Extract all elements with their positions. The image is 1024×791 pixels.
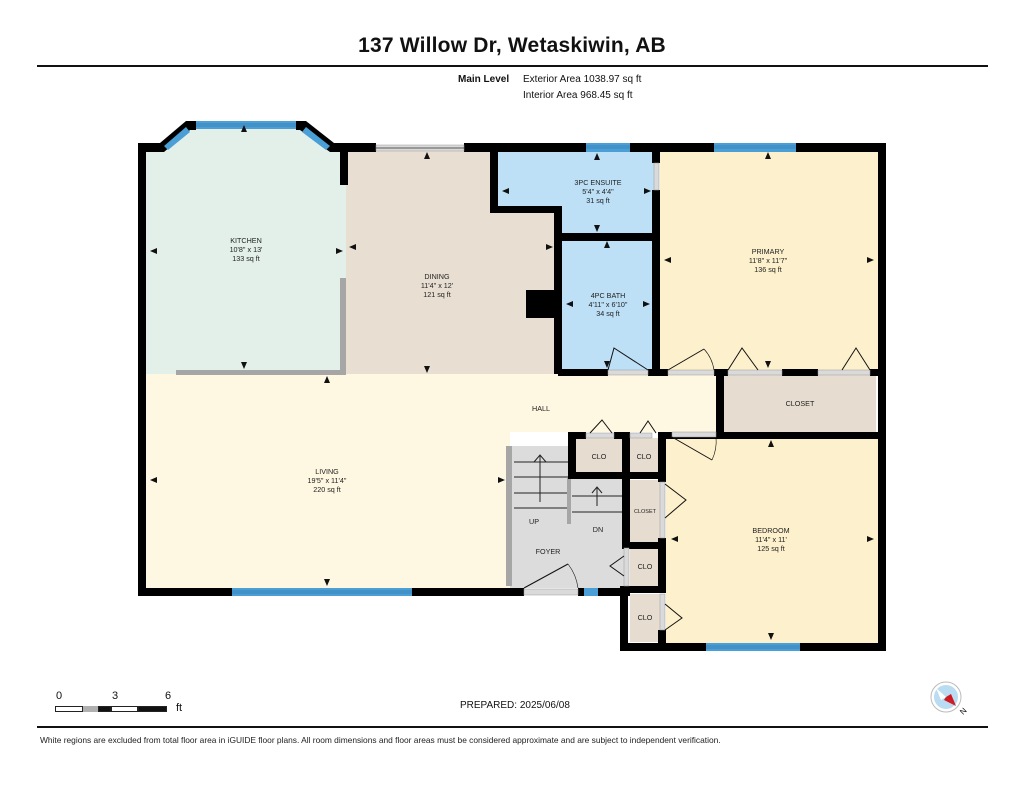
clo-4-label: CLO [638,613,653,622]
property-address-title: 137 Willow Dr, Wetaskiwin, AB [358,34,666,57]
scale-unit: ft [176,702,183,714]
disclaimer-text: White regions are excluded from total fl… [40,735,721,745]
clo-2-floor[interactable] [628,438,660,474]
exterior-area: Exterior Area 1038.97 sq ft [523,74,642,85]
clo-1-floor[interactable] [574,438,624,474]
scale-tick-6: 6 [165,690,172,702]
clo-3-floor[interactable] [630,548,660,586]
ensuite-floor[interactable] [498,151,654,233]
windows [164,121,800,651]
scale-bar: 0 3 6 ft [53,690,193,720]
kitchen-floor[interactable] [146,125,346,374]
door-swings [523,347,871,631]
living-hall-floor[interactable] [146,374,722,588]
clo-2-label: CLO [637,452,652,461]
hall-label: HALL [532,404,550,413]
clo-3-label: CLO [638,562,653,571]
dining-area: 121 sq ft [423,290,451,299]
kitchen-counter-wall [176,370,346,375]
room-label-primary: PRIMARY 11'8" x 11'7" 136 sq ft [749,247,788,274]
compass-north-label: N [958,706,968,717]
room-label-ensuite: 3PC ENSUITE 5'4" x 4'4" 31 sq ft [574,178,621,205]
closet-small-label: CLOSET [634,509,657,515]
bath-dims: 4'11" x 6'10" [589,300,628,309]
bedroom-dims: 11'4" x 11' [755,535,787,544]
room-label-living: LIVING 19'5" x 11'4" 220 sq ft [308,467,347,494]
stair-rail-left [506,446,512,586]
stair-rail-mid [567,478,571,524]
bedroom-name: BEDROOM [752,526,789,535]
bath-floor[interactable] [562,240,654,371]
clo-1-label: CLO [592,452,607,461]
room-label-bath: 4PC BATH 4'11" x 6'10" 34 sq ft [589,291,628,318]
room-fills [146,125,878,643]
compass-icon: N [930,681,968,717]
closet-primary-floor[interactable] [724,375,876,433]
living-dims: 19'5" x 11'4" [308,476,347,485]
dining-name: DINING [424,272,450,281]
kitchen-dims: 10'8" x 13' [230,245,263,254]
floor-plan: KITCHEN 10'8" x 13' 133 sq ft DINING 11'… [138,121,886,651]
interior-area: Interior Area 968.45 sq ft [523,90,633,101]
room-label-bedroom: BEDROOM 11'4" x 11' 125 sq ft [752,526,789,553]
dining-dims: 11'4" x 12' [421,281,454,290]
closet-small-floor[interactable] [630,480,660,542]
bath-area: 34 sq ft [596,309,620,318]
room-label-kitchen: KITCHEN 10'8" x 13' 133 sq ft [230,236,263,263]
footer-divider [37,726,988,728]
bedroom-floor[interactable] [666,437,878,643]
stairs [514,454,624,513]
primary-area: 136 sq ft [754,265,782,274]
header-divider [37,65,988,67]
dimension-arrows [150,125,874,640]
living-name: LIVING [315,467,339,476]
ensuite-name: 3PC ENSUITE [574,178,621,187]
level-name: Main Level [458,74,510,85]
stairs-up-label: UP [529,517,539,526]
clo-4-floor[interactable] [630,594,660,642]
kitchen-side-wall [340,278,346,374]
closet-primary-label: CLOSET [786,399,815,408]
primary-name: PRIMARY [752,247,785,256]
stairs-down-label: DN [593,525,603,534]
primary-dims: 11'8" x 11'7" [749,256,788,265]
kitchen-area: 133 sq ft [232,254,260,263]
primary-floor[interactable] [660,151,878,371]
living-area: 220 sq ft [313,485,341,494]
kitchen-name: KITCHEN [230,236,262,245]
room-label-dining: DINING 11'4" x 12' 121 sq ft [421,272,454,299]
scale-tick-3: 3 [112,690,119,702]
prepared-date: PREPARED: 2025/06/08 [460,700,570,711]
bath-name: 4PC BATH [591,291,626,300]
scale-bar-segments [55,706,167,712]
level-areas: Exterior Area 1038.97 sq ft Interior Are… [523,72,641,104]
ensuite-area: 31 sq ft [586,196,610,205]
scale-tick-0: 0 [56,690,63,702]
bedroom-area: 125 sq ft [757,544,785,553]
foyer-label: FOYER [536,547,561,556]
ensuite-dims: 5'4" x 4'4" [582,187,614,196]
